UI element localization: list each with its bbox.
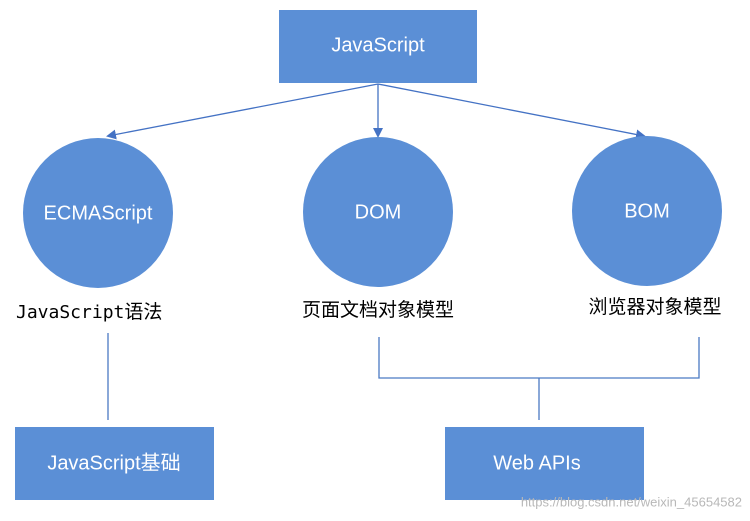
dom-caption: 页面文档对象模型	[302, 299, 454, 321]
javascript-basics-box	[15, 427, 214, 500]
javascript-basics-box-label: JavaScript基础	[47, 451, 180, 474]
ecmascript-circle	[23, 138, 173, 288]
dom-bom-to-webapis-bracket	[378, 337, 700, 379]
web-apis-box-label: Web APIs	[493, 452, 580, 474]
web-apis-box	[445, 427, 644, 500]
arrow-javascript-to-ecmascript	[106, 83, 379, 140]
javascript-box	[279, 10, 477, 83]
bom-caption: 浏览器对象模型	[588, 296, 721, 318]
ecmascript-circle-label: ECMAScript	[44, 202, 153, 224]
javascript-box-label: JavaScript	[331, 34, 425, 56]
ecmascript-caption-suffix: 语法	[124, 301, 162, 323]
bom-circle	[572, 136, 722, 286]
ecmascript-caption: JavaScript语法	[16, 301, 162, 323]
watermark-text: https://blog.csdn.net/weixin_45654582	[521, 494, 742, 509]
arrow-javascript-to-bom	[377, 83, 646, 140]
dom-circle	[303, 137, 453, 287]
ecmascript-caption-prefix: JavaScript	[16, 302, 124, 323]
bom-circle-label: BOM	[624, 200, 670, 222]
dom-circle-label: DOM	[355, 201, 402, 223]
